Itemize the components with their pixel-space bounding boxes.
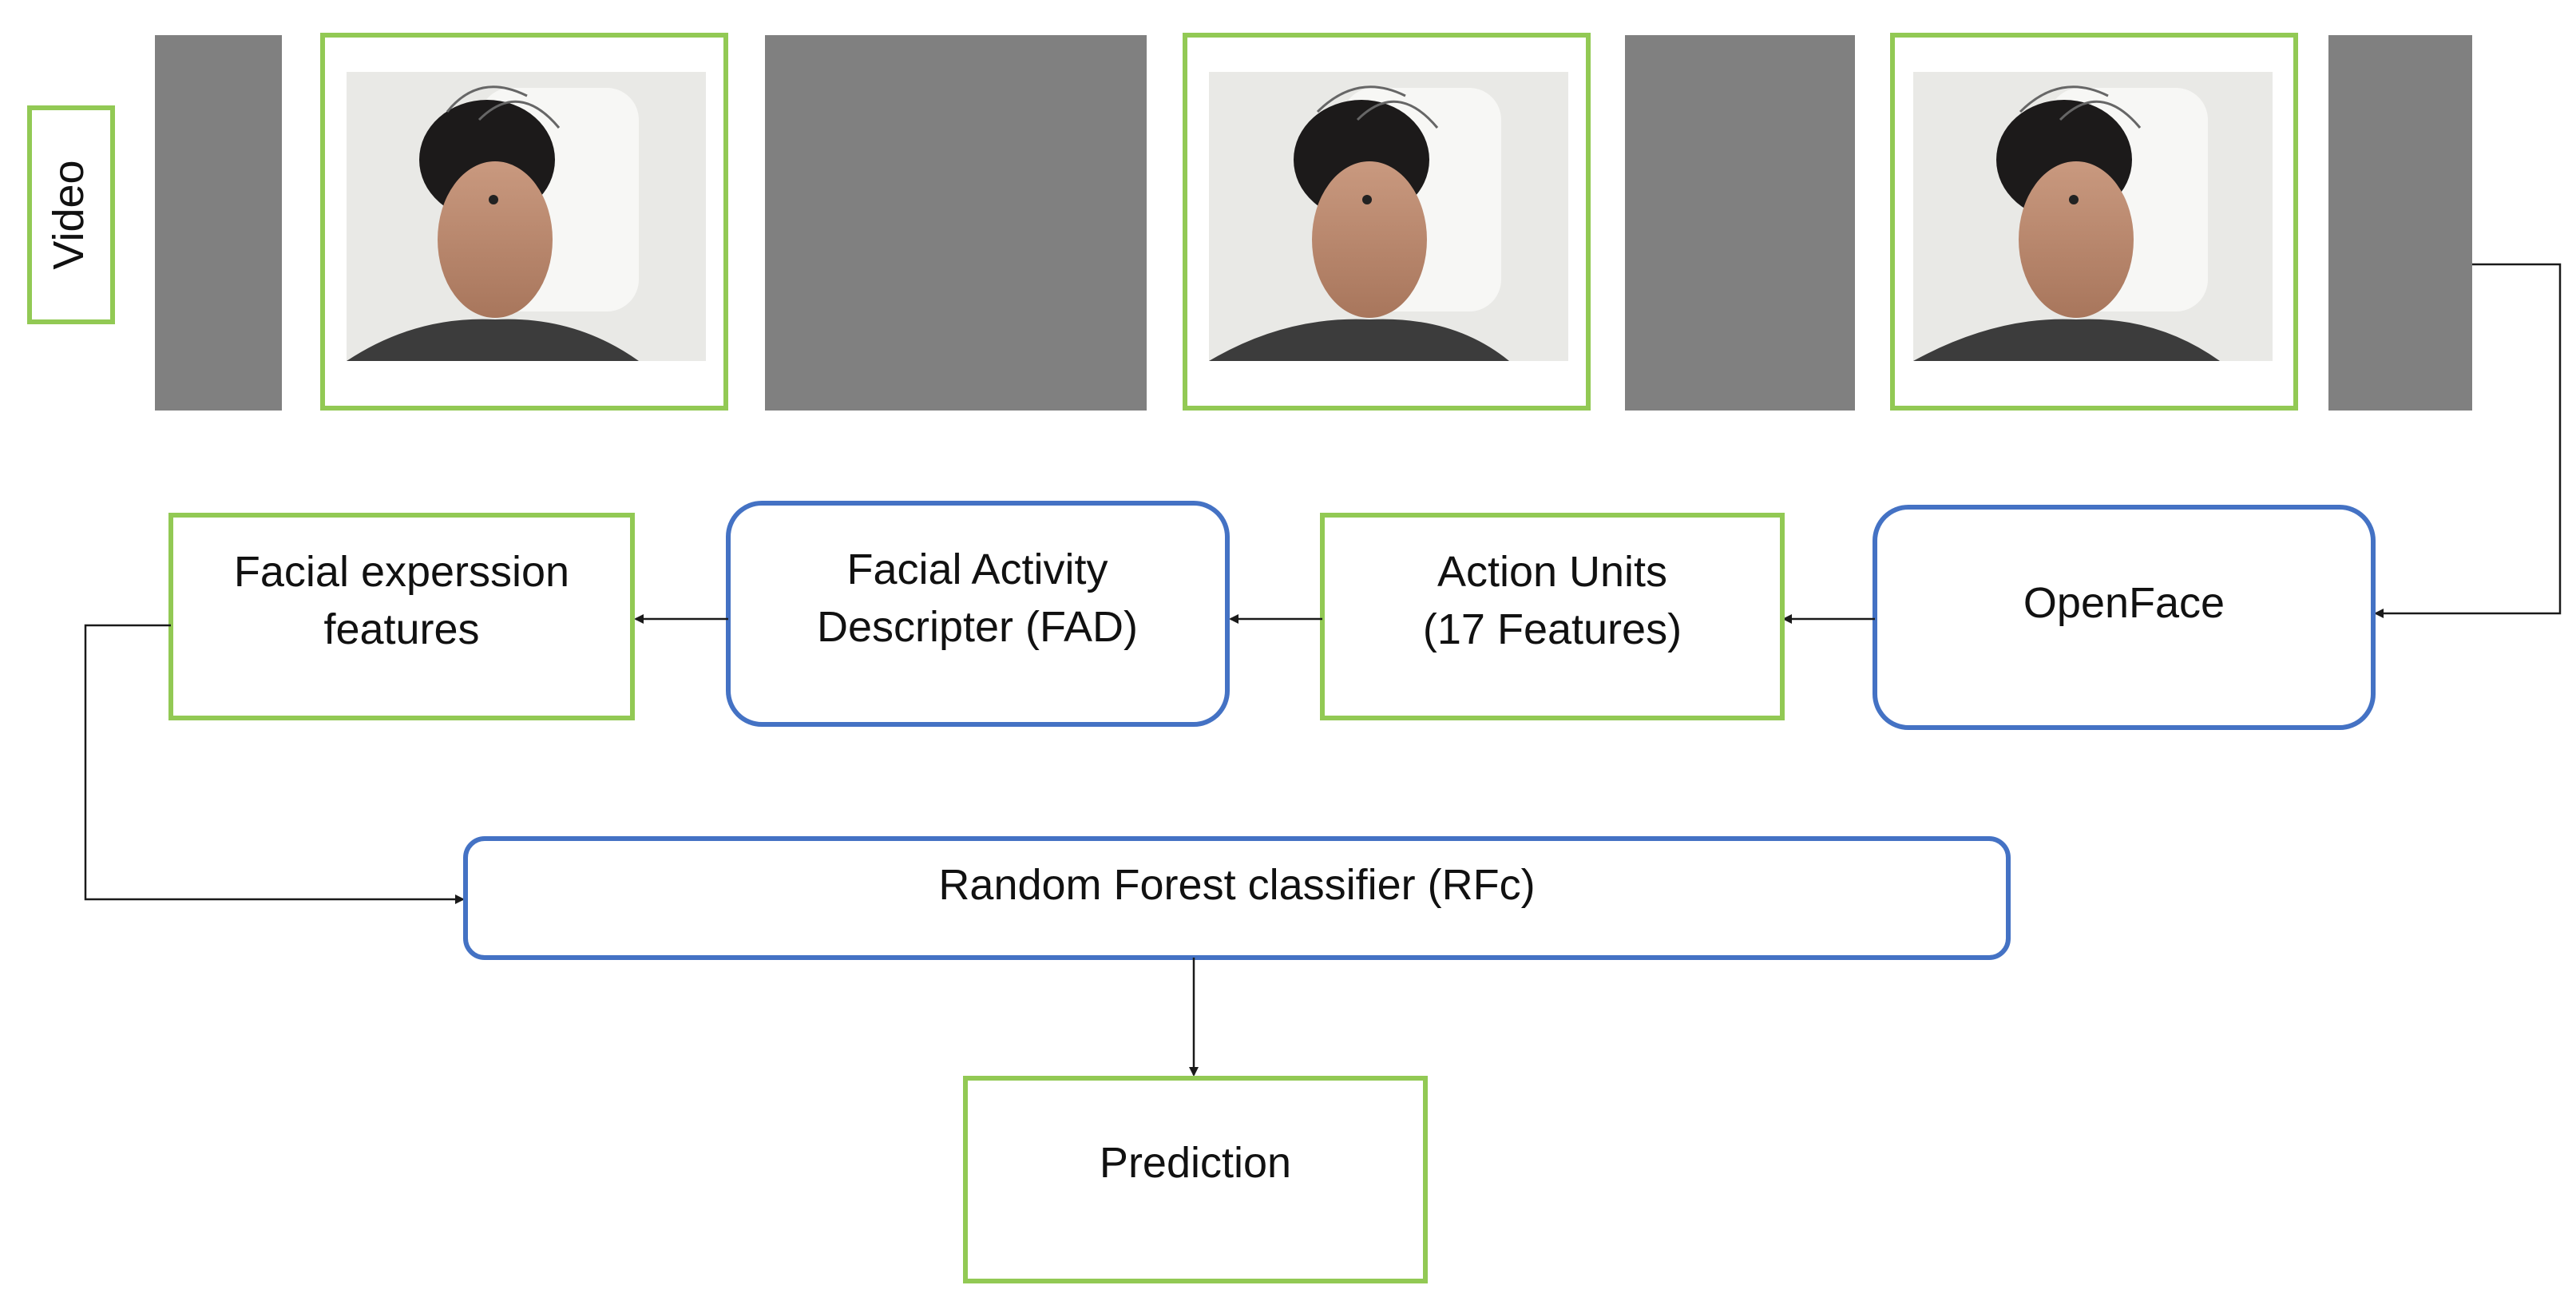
gray-frame-2: [765, 35, 1147, 411]
face-frame-3: [1890, 33, 2298, 411]
face-photo-2: [1209, 72, 1568, 361]
gray-frame-1: [155, 35, 282, 411]
openface-label: OpenFace: [2023, 579, 2225, 627]
arrow-video-to-openface: [2374, 263, 2562, 618]
facial-expression-features-box: Facial experssion features: [168, 513, 635, 720]
face-photo-3: [1913, 72, 2273, 361]
video-frame-strip: [155, 33, 2472, 411]
arrow-facial-features-to-rfc: [84, 624, 465, 904]
rfc-label: Random Forest classifier (RFc): [938, 861, 1535, 909]
fad-line1: Facial Activity: [846, 545, 1108, 593]
face-frame-1: [320, 33, 728, 411]
face-photo-1: [347, 72, 706, 361]
action-units-line1: Action Units: [1437, 548, 1667, 596]
facial-features-line1: Facial experssion: [234, 548, 569, 596]
action-units-line2: (17 Features): [1423, 605, 1682, 653]
gray-frame-4: [2328, 35, 2472, 411]
action-units-box: Action Units (17 Features): [1320, 513, 1785, 720]
fad-box: Facial Activity Descripter (FAD): [726, 501, 1230, 727]
gray-frame-3: [1625, 35, 1855, 411]
prediction-label: Prediction: [1100, 1139, 1291, 1187]
facial-features-line2: features: [323, 605, 479, 653]
rfc-box: Random Forest classifier (RFc): [463, 836, 2011, 960]
face-frame-2: [1183, 33, 1591, 411]
video-label: Video: [45, 160, 93, 269]
video-label-box: Video: [27, 105, 115, 324]
openface-box: OpenFace: [1873, 505, 2376, 730]
fad-line2: Descripter (FAD): [817, 603, 1138, 651]
prediction-box: Prediction: [963, 1076, 1428, 1283]
